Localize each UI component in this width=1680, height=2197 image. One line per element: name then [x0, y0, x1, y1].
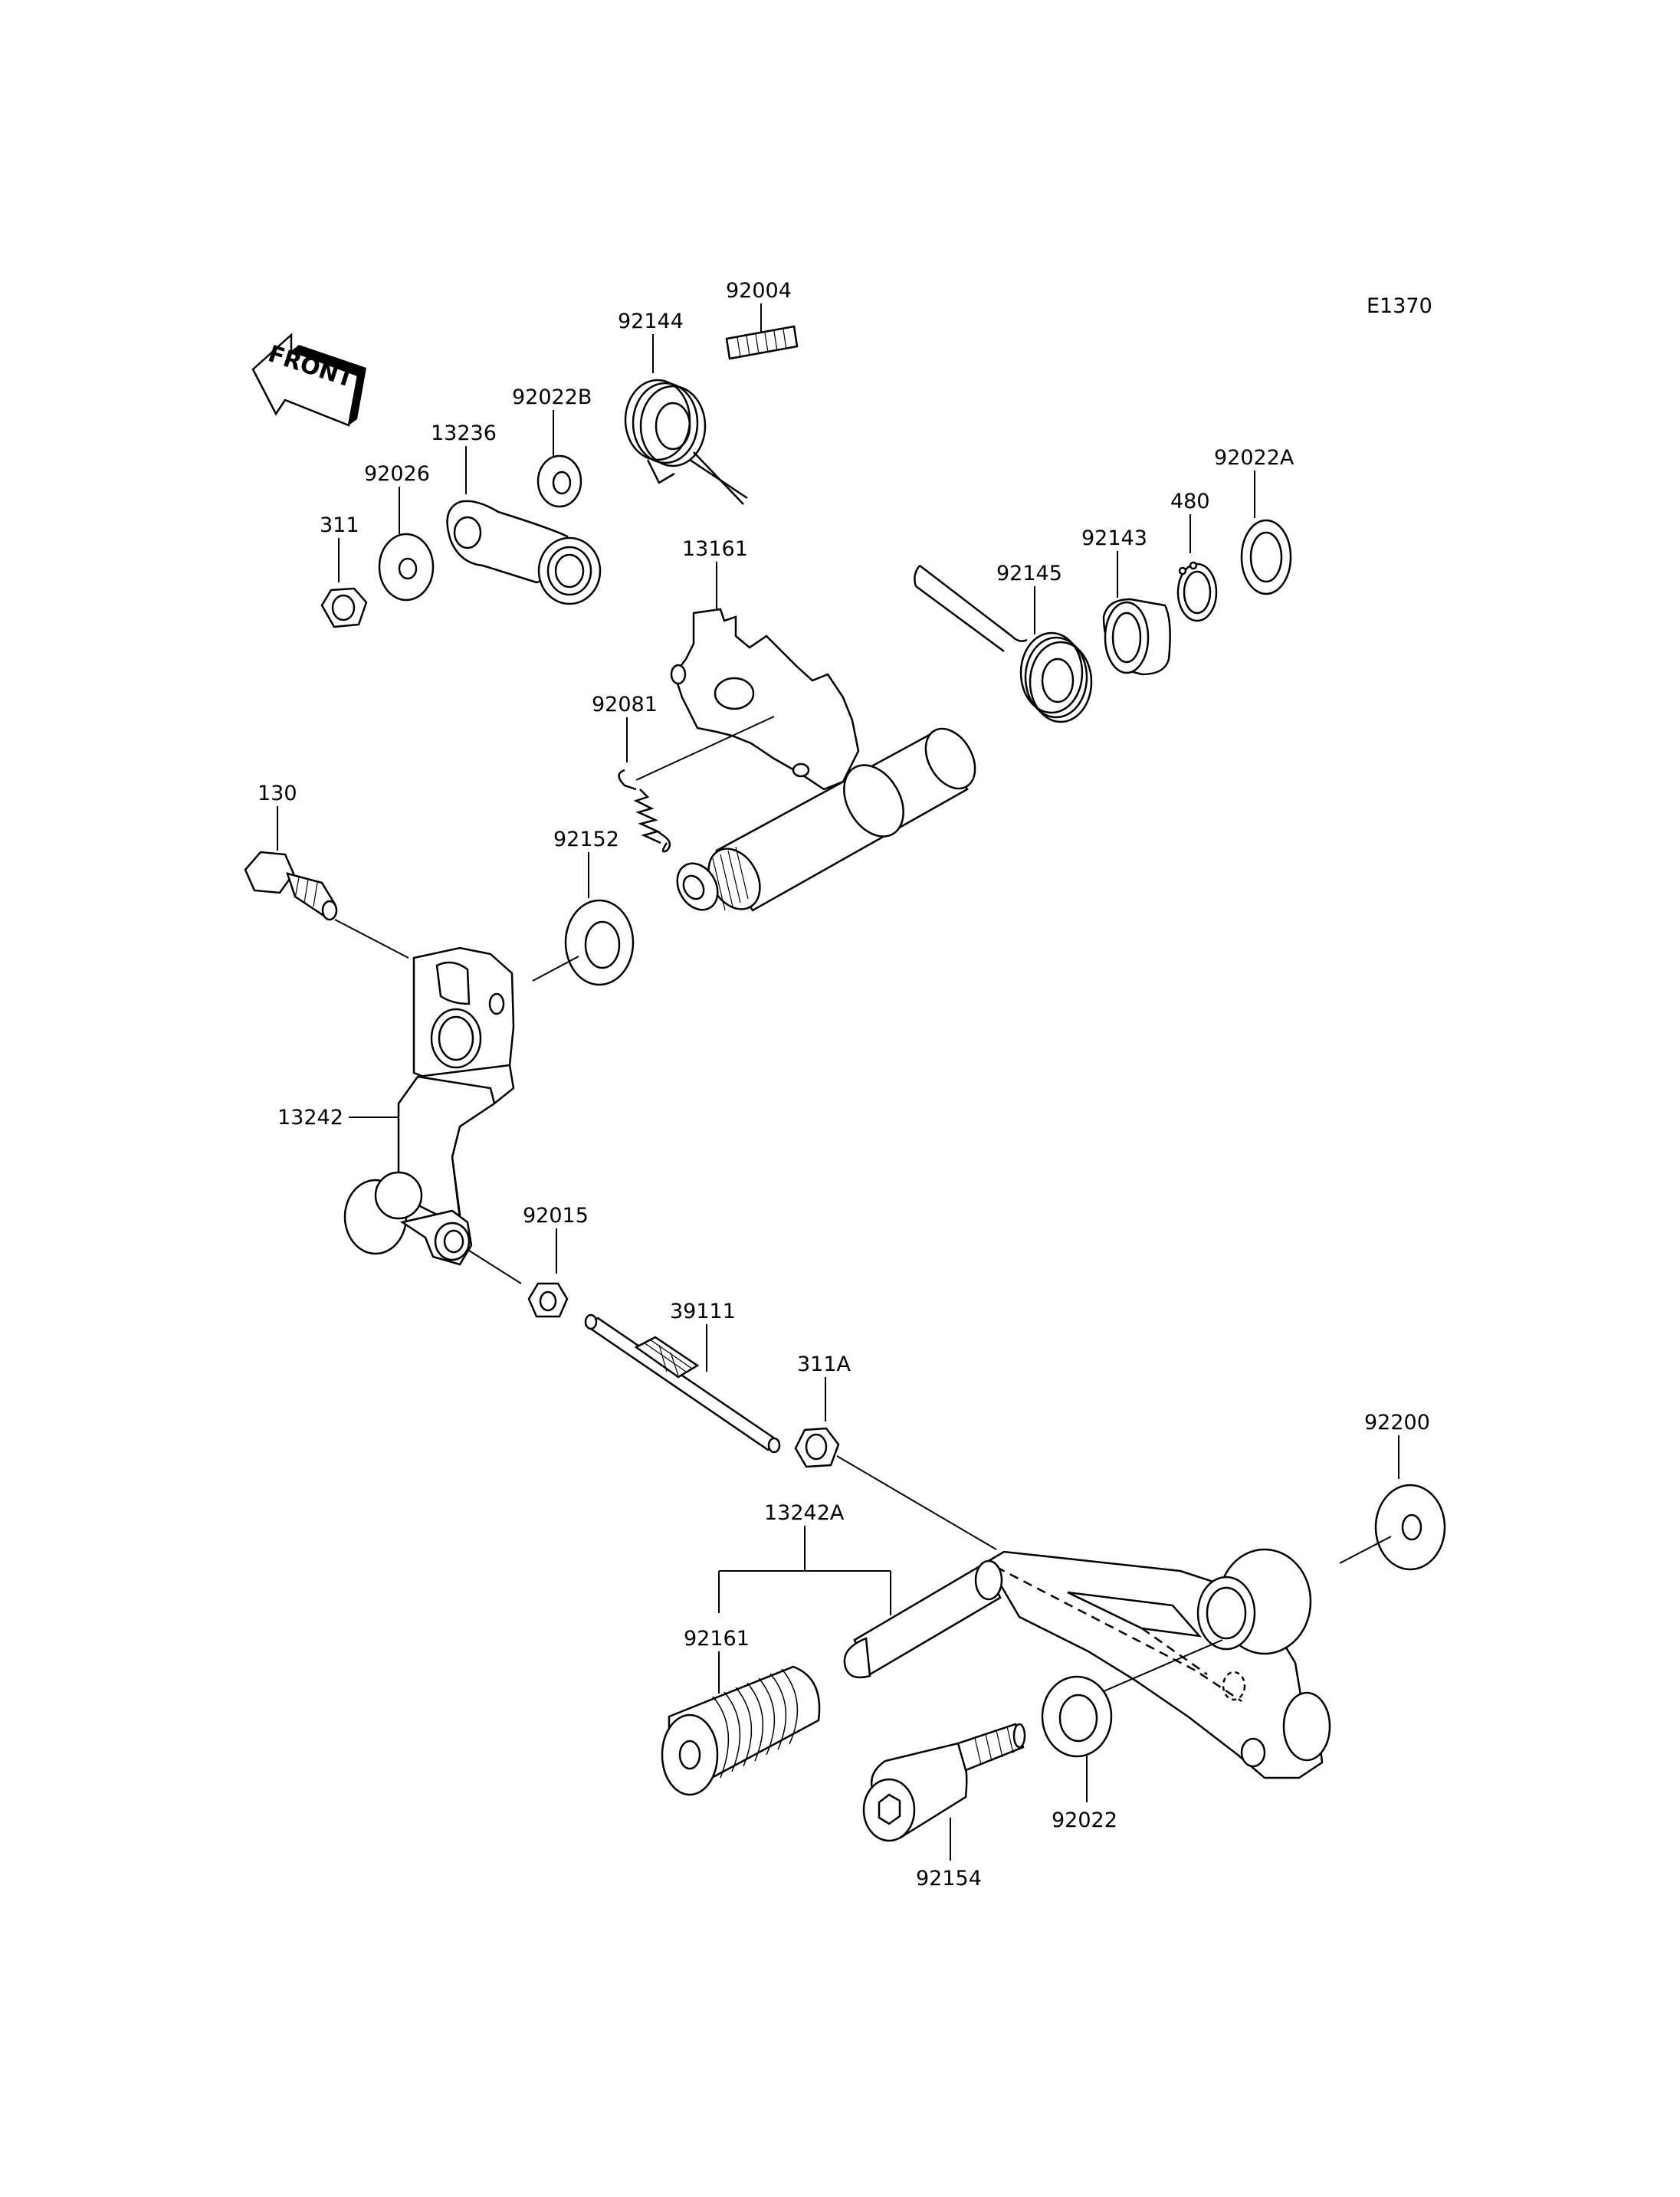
washer-92022	[1041, 1675, 1113, 1758]
part-label-480: 480	[1170, 490, 1210, 513]
part-label-92022A: 92022A	[1214, 446, 1294, 470]
washer-92022B	[536, 454, 582, 508]
washer-92026	[378, 533, 435, 602]
part-label-92145: 92145	[996, 562, 1062, 585]
set-screw-92004	[725, 325, 799, 360]
washer-92022A	[1240, 519, 1292, 595]
part-label-92144: 92144	[618, 310, 684, 333]
part-label-13242: 13242	[277, 1106, 343, 1130]
torsion-spring-92144	[624, 379, 748, 505]
part-label-13161: 13161	[682, 537, 748, 561]
shift-shaft-13161	[670, 608, 976, 912]
nut-311A	[794, 1427, 997, 1550]
part-label-92143: 92143	[1081, 526, 1147, 550]
part-label-39111: 39111	[670, 1300, 736, 1323]
circlip-480	[1176, 561, 1218, 622]
part-label-92022B: 92022B	[512, 385, 592, 409]
part-label-311: 311	[320, 513, 359, 537]
part-label-92015: 92015	[523, 1204, 589, 1228]
diagram-code: E1370	[1367, 294, 1432, 318]
part-label-92004: 92004	[726, 279, 792, 303]
shift-lever-13242	[343, 946, 522, 1284]
pedal-lever-13242A	[843, 1548, 1331, 1779]
part-label-92161: 92161	[684, 1627, 750, 1651]
collar-92143	[1102, 598, 1171, 676]
pivot-bolt-92154	[862, 1723, 1026, 1842]
part-label-92200: 92200	[1364, 1411, 1430, 1435]
lever-13236	[446, 500, 602, 605]
pedal-rubber-92161	[661, 1665, 821, 1796]
return-spring-92081	[618, 716, 775, 853]
washer-92200	[1339, 1484, 1446, 1571]
nut-311	[320, 587, 368, 628]
part-label-13236: 13236	[431, 421, 497, 445]
part-label-130: 130	[258, 782, 297, 805]
part-label-92152: 92152	[553, 828, 619, 851]
bolt-130	[244, 851, 409, 959]
torsion-spring-92145	[914, 565, 1093, 723]
nut-92015	[527, 1282, 569, 1318]
part-label-92154: 92154	[916, 1867, 982, 1890]
front-arrow-icon: FRONT	[251, 333, 366, 427]
washer-92152	[532, 899, 635, 986]
part-label-92026: 92026	[364, 462, 430, 486]
part-label-92022: 92022	[1052, 1808, 1117, 1832]
tie-rod-39111	[584, 1313, 781, 1454]
part-label-311A: 311A	[797, 1353, 851, 1376]
part-label-13242A: 13242A	[764, 1501, 845, 1525]
part-label-92081: 92081	[592, 693, 658, 716]
